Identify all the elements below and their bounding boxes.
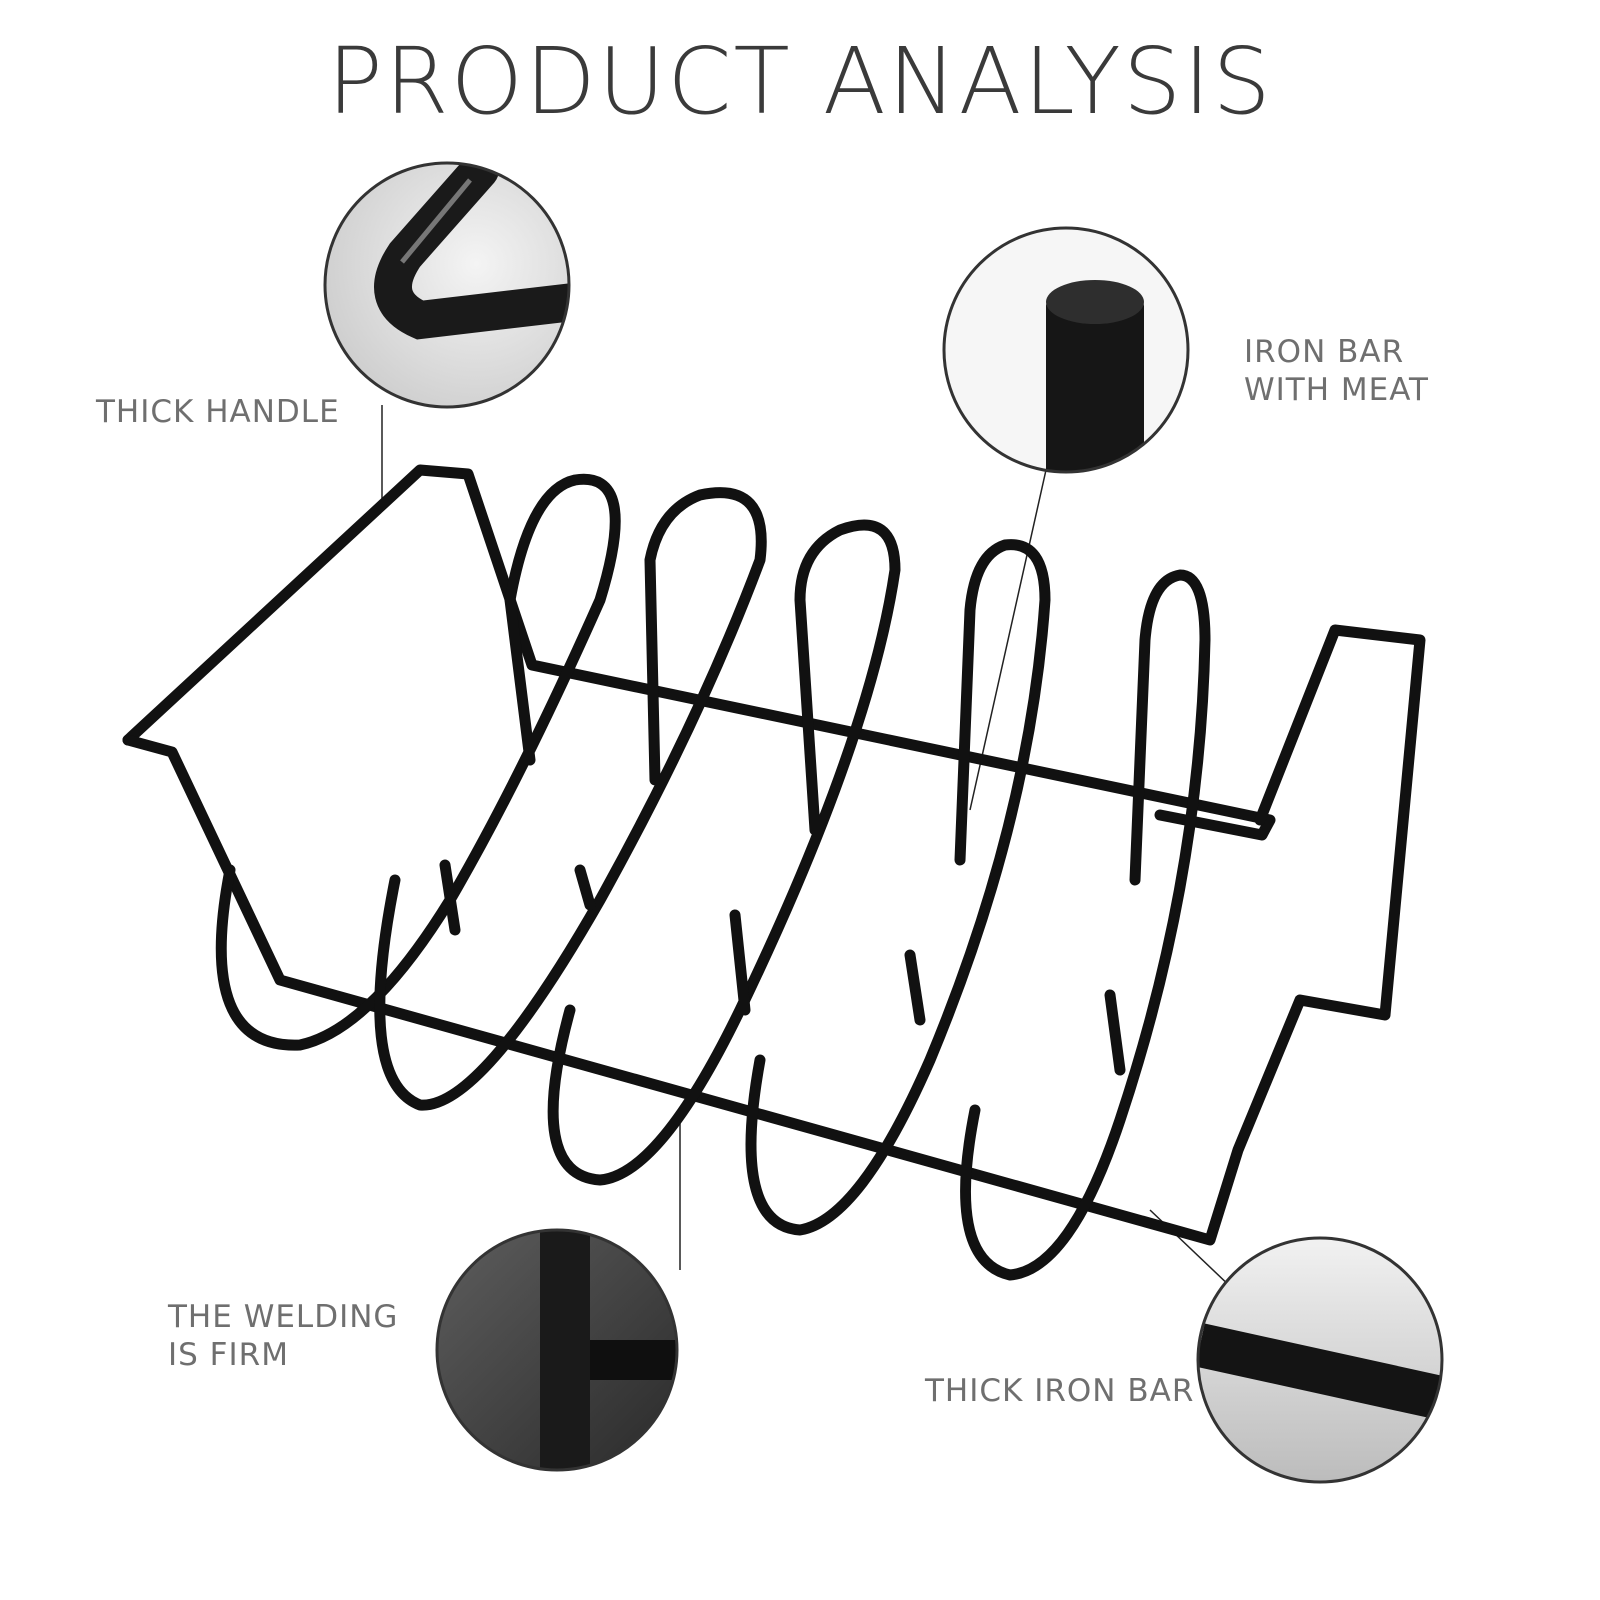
callout-welding-line-2: IS FIRM xyxy=(168,1337,289,1373)
callout-thick-iron-bar: THICK IRON BAR xyxy=(925,1372,1194,1410)
callout-thick-handle: THICK HANDLE xyxy=(96,393,340,431)
closeup-welding xyxy=(435,1228,679,1472)
callout-iron-bar-line-1: IRON BAR xyxy=(1244,334,1405,370)
closeup-iron-bar-end xyxy=(942,226,1190,474)
callout-welding: THE WELDING IS FIRM xyxy=(168,1298,398,1374)
closeup-thick-handle xyxy=(323,161,571,409)
callout-iron-bar-with-meat: IRON BAR WITH MEAT xyxy=(1244,333,1429,409)
callout-welding-line-1: THE WELDING xyxy=(168,1299,399,1335)
callout-iron-bar-line-2: WITH MEAT xyxy=(1244,372,1429,408)
rib-rack-frame xyxy=(122,464,1426,1281)
page-title: PRODUCT ANALYSIS xyxy=(327,28,1273,135)
closeup-thick-iron-bar xyxy=(1196,1236,1444,1484)
callout-thick-handle-line-1: THICK HANDLE xyxy=(96,394,340,430)
callout-thick-iron-bar-line-1: THICK IRON BAR xyxy=(925,1373,1195,1409)
